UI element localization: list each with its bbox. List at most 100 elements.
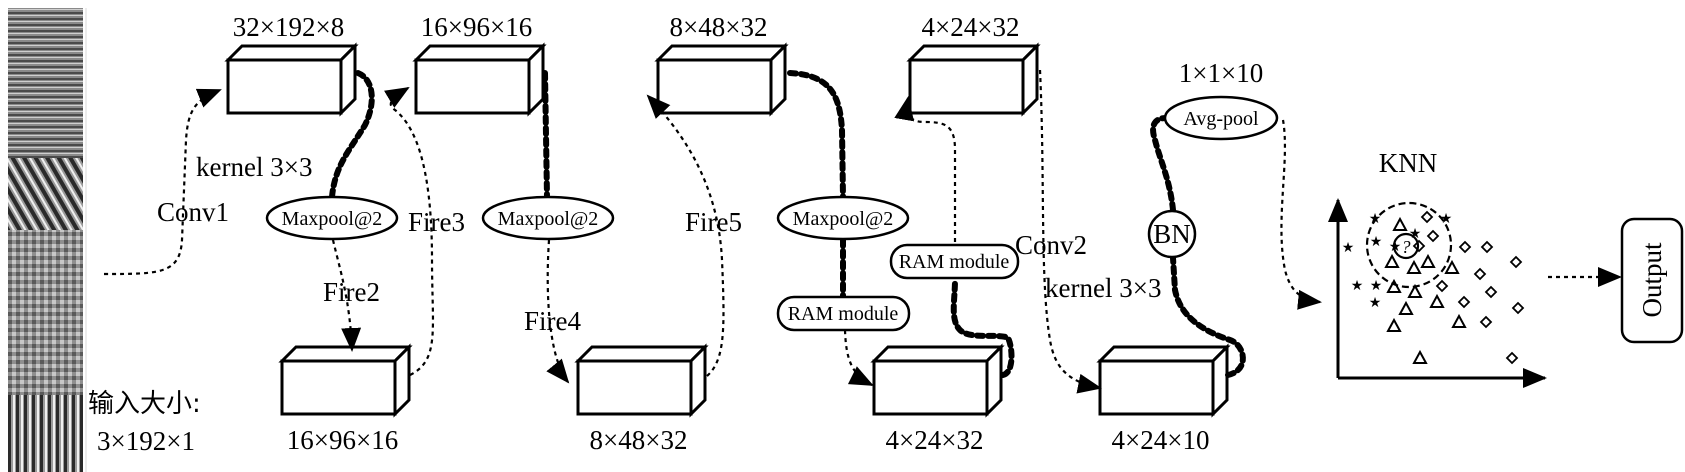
- fire4-label: Fire4: [524, 306, 581, 336]
- feature-map-size-7: 4×24×32: [922, 12, 1020, 42]
- avgpool-size: 1×1×10: [1179, 58, 1263, 88]
- fm5-to-maxpool3: [787, 70, 846, 200]
- feature-map-7: 4×24×32: [906, 12, 1041, 117]
- knn-point-diamond: [1412, 239, 1426, 253]
- maxpool-label-2: Maxpool@2: [498, 208, 599, 230]
- knn-point-triangle: [1392, 216, 1408, 231]
- conv2-edge: [1038, 69, 1102, 394]
- fm8-to-bn: [1170, 255, 1246, 378]
- knn-plot: ? ★ ★ ★ ★ ★ ★ ★ ★ ★: [1328, 198, 1547, 388]
- input-size: 3×192×1: [97, 426, 195, 456]
- ram-label-2: RAM module: [899, 251, 1010, 273]
- kernel1-label: kernel 3×3: [196, 152, 312, 182]
- knn-point-triangle: [1451, 313, 1467, 328]
- knn-query-label: ?: [1402, 237, 1411, 257]
- knn-point-triangle: [1406, 259, 1422, 274]
- knn-query-point: [1392, 232, 1420, 260]
- knn-point-diamond: [1511, 301, 1525, 315]
- knn-point-diamond: [1505, 351, 1519, 365]
- feature-map-size-6: 4×24×32: [886, 425, 984, 455]
- maxpool-label-1: Maxpool@2: [282, 208, 383, 230]
- feature-map-size-3: 16×96×16: [421, 12, 532, 42]
- knn-point-star: ★: [1351, 279, 1364, 294]
- feature-map-size-1: 32×192×8: [233, 12, 344, 42]
- feature-map-size-8: 4×24×10: [1112, 425, 1210, 455]
- ram2-to-fm7: [894, 96, 957, 250]
- knn-point-diamond: [1509, 255, 1523, 269]
- knn-point-diamond: [1420, 210, 1434, 224]
- knn-outer-radius: [1365, 201, 1453, 289]
- knn-point-diamond: [1484, 285, 1498, 299]
- conv2-label: Conv2: [1015, 230, 1087, 260]
- fm6-to-ram2: [950, 277, 1015, 378]
- feature-map-6: 4×24×32: [870, 343, 1005, 455]
- output-box: Output: [1620, 217, 1684, 344]
- knn-point-triangle: [1412, 349, 1428, 364]
- fire3-edge: [383, 86, 435, 376]
- bn-node: BN: [1147, 209, 1197, 259]
- knn-title: KNN: [1379, 148, 1438, 178]
- feature-map-2: 16×96×16: [278, 343, 413, 455]
- input-image: [8, 8, 87, 472]
- feature-map-5: 8×48×32: [654, 12, 789, 117]
- fm3-to-maxpool2: [542, 70, 550, 200]
- feature-map-size-5: 8×48×32: [670, 12, 768, 42]
- fire5-edge: [646, 94, 725, 377]
- ram1-to-fm6: [843, 329, 874, 386]
- knn-point-triangle: [1386, 317, 1402, 332]
- feature-map-4: 8×48×32: [574, 343, 709, 455]
- knn-point-triangle: [1386, 278, 1402, 293]
- fire3-label: Fire3: [408, 207, 465, 237]
- knn-point-star: ★: [1389, 240, 1402, 255]
- kernel2-label: kernel 3×3: [1045, 273, 1161, 303]
- knn-point-star: ★: [1409, 227, 1422, 242]
- feature-map-size-2: 16×96×16: [287, 425, 398, 455]
- knn-point-star: ★: [1440, 212, 1453, 227]
- knn-point-triangle: [1384, 253, 1400, 268]
- maxpool-label-3: Maxpool@2: [793, 208, 894, 230]
- avgpool-to-knn: [1280, 119, 1322, 310]
- knn-point-diamond: [1480, 240, 1494, 254]
- conv1-edge: [103, 88, 222, 276]
- knn-point-star: ★: [1370, 279, 1383, 294]
- bn-to-avgpool: [1150, 115, 1176, 213]
- knn-point-diamond: [1426, 229, 1440, 243]
- knn-point-triangle: [1398, 300, 1414, 315]
- maxpool-node-2: Maxpool@2: [481, 195, 615, 241]
- avgpool-node: Avg-pool: [1163, 95, 1279, 141]
- feature-map-size-4: 8×48×32: [590, 425, 688, 455]
- knn-point-diamond: [1457, 295, 1471, 309]
- feature-map-8: 4×24×10: [1096, 343, 1231, 455]
- knn-point-triangle: [1429, 293, 1445, 308]
- knn-point-star: ★: [1342, 241, 1355, 256]
- knn-point-star: ★: [1369, 296, 1382, 311]
- output-label: Output: [1637, 242, 1667, 318]
- knn-point-star: ★: [1370, 235, 1383, 250]
- input-label: 输入大小:: [88, 389, 201, 419]
- conv1-label: Conv1: [157, 197, 229, 227]
- ram-module-2: RAM module: [889, 243, 1020, 280]
- knn-points: ★ ★ ★ ★ ★ ★ ★ ★ ★: [1342, 210, 1525, 365]
- bn-label: BN: [1153, 219, 1191, 249]
- knn-point-triangle: [1407, 283, 1423, 298]
- fm1-to-maxpool1: [329, 70, 375, 200]
- avgpool-label: Avg-pool: [1183, 108, 1259, 130]
- knn-point-diamond: [1458, 240, 1472, 254]
- knn-point-star: ★: [1369, 212, 1382, 227]
- knn-point-diamond: [1473, 267, 1487, 281]
- fire5-label: Fire5: [685, 207, 742, 237]
- feature-map-3: 16×96×16: [412, 12, 547, 117]
- fire2-edge: [331, 239, 362, 352]
- ram-module-1: RAM module: [776, 295, 911, 332]
- feature-maps: 32×192×8 16×96×16 16×96×16 8×48×32 8×48×32 4×…: [224, 12, 1231, 455]
- maxpool-node-3: Maxpool@2: [776, 195, 910, 241]
- knn-point-triangle: [1420, 253, 1436, 268]
- maxpool-node-1: Maxpool@2: [265, 195, 399, 241]
- fire2-label: Fire2: [323, 277, 380, 307]
- knn-point-triangle: [1444, 259, 1460, 274]
- feature-map-1: 32×192×8: [224, 12, 359, 117]
- knn-point-diamond: [1435, 279, 1449, 293]
- knn-point-diamond: [1479, 315, 1493, 329]
- ram-label-1: RAM module: [788, 303, 899, 325]
